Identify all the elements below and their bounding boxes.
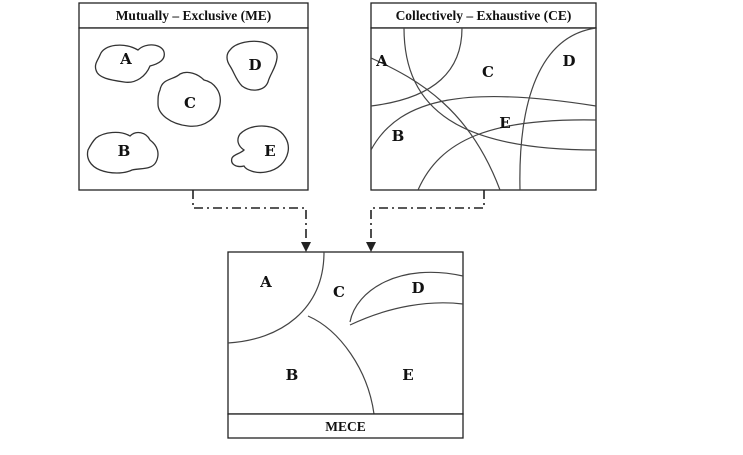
mece-boundary-a (228, 252, 325, 344)
connectors (192, 190, 485, 252)
ce-boundary-6 (519, 28, 596, 190)
me-region-a (94, 44, 165, 83)
me-label-d: D (248, 56, 261, 74)
ce-label-c: C (482, 63, 494, 81)
me-label-a: A (119, 50, 132, 68)
ce-boundary-1 (371, 28, 463, 107)
me-label-e: E (264, 142, 275, 160)
mece-boundary-c (349, 271, 463, 323)
me-region-b (86, 131, 159, 174)
mece-boundary-d (349, 302, 463, 326)
mece-boundary-b (307, 315, 375, 414)
mece-title-box (227, 413, 464, 439)
ce-connector-arrowhead (366, 242, 376, 252)
ce-label-b: B (392, 127, 405, 145)
me-title: Mutually – Exclusive (ME) (116, 8, 272, 23)
me-connector-line (192, 190, 307, 244)
me-connector-arrowhead (301, 242, 311, 252)
ce-title: Collectively – Exhaustive (CE) (396, 8, 572, 23)
ce-boundary-3 (403, 28, 596, 151)
me-region-c (157, 71, 221, 127)
me-title-box (78, 2, 309, 29)
mece-title: MECE (325, 419, 366, 434)
ce-label-d: D (562, 52, 575, 70)
me-region-d (226, 40, 278, 91)
mece-label-a: A (259, 273, 272, 291)
ce-body (370, 27, 597, 191)
ce-label-a: A (375, 52, 388, 70)
ce-title-box (370, 2, 597, 29)
ce-panel: Collectively – Exhaustive (CE) A C D B E (370, 2, 597, 191)
ce-boundary-4 (371, 95, 596, 151)
ce-boundary-5 (417, 119, 596, 190)
mece-label-d: D (411, 279, 424, 297)
mece-panel: MECE A C D B E (227, 251, 464, 439)
me-label-b: B (118, 142, 131, 160)
me-region-e (230, 125, 290, 174)
mece-label-b: B (286, 366, 299, 384)
me-label-c: C (184, 94, 196, 112)
ce-boundary-2 (371, 57, 501, 190)
me-panel: Mutually – Exclusive (ME) A C D B E (78, 2, 309, 191)
ce-label-e: E (499, 114, 510, 132)
mece-body (227, 251, 464, 415)
ce-connector-line (370, 190, 485, 244)
mece-label-c: C (333, 283, 345, 301)
mece-label-e: E (402, 366, 413, 384)
